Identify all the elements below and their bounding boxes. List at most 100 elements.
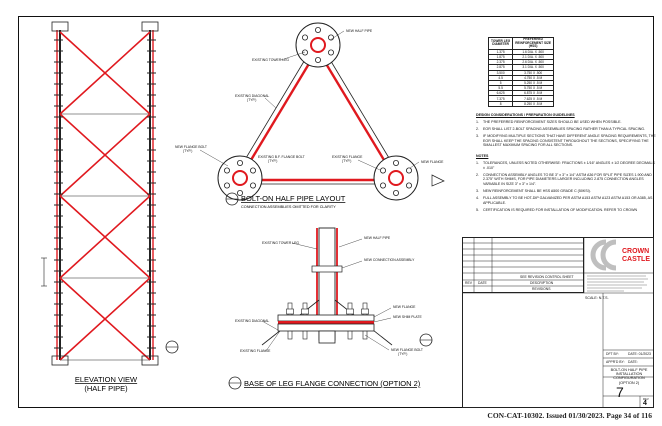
revision-grid xyxy=(462,237,584,293)
list-item-number: 4. xyxy=(476,196,479,201)
elevation-view: ELEVATION VIEW (HALF PIPE) xyxy=(41,21,159,393)
list-item-number: 1. xyxy=(476,161,479,166)
bolt-hole xyxy=(223,182,230,189)
elevation-brace xyxy=(59,31,151,115)
detail-connection-assembly xyxy=(311,265,343,273)
logo-c-inner-icon xyxy=(600,239,617,271)
plan-north-arrow-icon xyxy=(431,174,445,187)
list-item: 3.NEW REINFORCEMENT SHALL BE HSS A500 GR… xyxy=(476,189,656,194)
revisions-label: REVISIONS xyxy=(532,287,551,291)
list-item-number: 1. xyxy=(476,120,479,125)
plan-label-existing-tower-leg: EXISTING TOWER LEG xyxy=(252,58,289,62)
bolt-on-subtitle: CONNECTION ASSEMBLIES OMITTED FOR CLARIT… xyxy=(241,205,336,209)
bolt-nut xyxy=(346,308,354,315)
col-rev-label: REV xyxy=(465,281,472,285)
legal-text-block xyxy=(587,275,648,292)
elevation-bottom-left-flange xyxy=(51,355,69,366)
list-item: 4. FULL ASSEMBLY TO BE HOT-DIP GALVANIZED… xyxy=(476,196,656,205)
notes-heading: NOTES xyxy=(476,154,489,159)
list-item-number: 3. xyxy=(476,134,479,139)
design-considerations-list: 1. THE PREFERRED REINFORCEMENT SIZES SHOU… xyxy=(476,120,656,148)
notes-list: 1.TOLERANCES, UNLESS NOTED OTHERWISE: FR… xyxy=(476,161,656,212)
plan-right-flange xyxy=(373,155,419,201)
design-considerations-heading: DESIGN CONSIDERATIONS / PREPARATION GUID… xyxy=(476,113,575,117)
detail-label-existing-tower-leg: EXISTING TOWER LEG xyxy=(262,241,299,245)
logo-text-crown: CROWN xyxy=(622,248,649,255)
rev-number: 4 xyxy=(643,400,647,407)
document-footer: CON-CAT-10302. Issued 01/30/2023. Page 3… xyxy=(487,411,652,420)
svg-text:(TYP.): (TYP.) xyxy=(183,149,192,153)
bolt-nut xyxy=(361,308,369,315)
plan-half-pipe-left xyxy=(243,61,312,171)
list-item-text: FULL ASSEMBLY TO BE HOT-DIP GALVANIZED P… xyxy=(483,196,653,205)
approved-date-label: DATE: xyxy=(628,360,638,364)
list-item-text: THE PREFERRED REINFORCEMENT SIZES SHOULD… xyxy=(483,120,622,125)
plan-left-flange xyxy=(217,155,263,201)
plan-label-existing-bf-flange-bolt: EXISTING B.F. FLANGE BOLT xyxy=(258,155,305,159)
bolt-hole xyxy=(392,189,399,196)
list-item-text: EOR SHALL LIST 2-BOLT SPACING ASSEMBLIES… xyxy=(483,127,646,132)
logo-text-castle: CASTLE xyxy=(622,256,650,263)
bolt-hole xyxy=(236,189,243,196)
plan-label-existing-flange: EXISTING FLANGE xyxy=(332,155,363,159)
list-item-text: CERTIFICATION IS REQUIRED FOR INSTALLATI… xyxy=(483,207,638,212)
list-item-number: 3. xyxy=(476,189,479,194)
elevation-brace xyxy=(59,277,151,361)
list-item: 1. THE PREFERRED REINFORCEMENT SIZES SHOU… xyxy=(476,120,656,125)
bolt-hole xyxy=(405,182,412,189)
plan-label-new-half-pipe: NEW HALF PIPE xyxy=(346,29,373,33)
revision-control-label: SEE REVISION CONTROL SHEET xyxy=(520,275,574,279)
bolt-hole xyxy=(236,159,243,166)
svg-text:(TYP.): (TYP.) xyxy=(247,98,256,102)
bolt-hole xyxy=(392,159,399,166)
elevation-bottom-right-flange xyxy=(141,355,159,366)
elevation-connection-ticks xyxy=(54,39,156,349)
detail-label-new-flange-bolt: NEW FLANGE BOLT xyxy=(391,348,423,352)
list-item: 1.TOLERANCES, UNLESS NOTED OTHERWISE: FR… xyxy=(476,161,656,170)
svg-text:(TYP.): (TYP.) xyxy=(268,159,277,163)
detail-label-new-connection-assembly: NEW CONNECTION ASSEMBLY xyxy=(364,258,415,262)
notes-section: DESIGN CONSIDERATIONS / PREPARATION GUID… xyxy=(476,110,656,213)
svg-text:(TYP.): (TYP.) xyxy=(342,159,351,163)
elevation-x-bracing xyxy=(59,31,151,361)
col-date-label: DATE xyxy=(478,281,487,285)
elevation-brace xyxy=(59,113,151,197)
elevation-top-left-flange xyxy=(51,21,69,32)
detail-label-existing-flange: EXISTING FLANGE xyxy=(240,349,271,353)
elevation-brace xyxy=(59,195,151,279)
cell-leg-diameter: 8 xyxy=(487,100,514,107)
base-flange-title: BASE OF LEG FLANGE CONNECTION (OPTION 2) xyxy=(244,379,421,388)
bolt-hole xyxy=(249,182,256,189)
plan-label-new-flange-bolt: NEW FLANGE BOLT xyxy=(175,145,207,149)
drawing-title: BOLT-ON HALF PIPE INSTALLATION CONFIGURA… xyxy=(610,368,648,385)
list-item-text: IF MODIFYING MULTIPLE SECTIONS THAT HAVE… xyxy=(483,134,656,148)
plan-top-flange xyxy=(295,22,341,68)
list-item: 5. CERTIFICATION IS REQUIRED FOR INSTALLA… xyxy=(476,208,656,213)
logo-c-outer-icon xyxy=(590,239,607,271)
bolt-hole xyxy=(301,49,308,56)
bolt-hole xyxy=(379,167,386,174)
bolt-hole xyxy=(223,167,230,174)
table-header-leg-diameter: TOWER LEG DIAMETER xyxy=(487,37,514,50)
list-item: 3. IF MODIFYING MULTIPLE SECTIONS THAT HA… xyxy=(476,134,656,148)
detail-label-new-shim-plate: NEW SHIM PLATE xyxy=(393,315,422,319)
detail-label-existing-diagonal: EXISTING DIAGONAL xyxy=(235,319,269,323)
plan-view: NEW HALF PIPE EXISTING TOWER LEG EXISTIN… xyxy=(175,22,445,209)
col-description-label: DESCRIPTION xyxy=(530,281,554,285)
detail-new-flange xyxy=(277,314,375,322)
rev-label: REV xyxy=(643,397,649,401)
elevation-subtitle: (HALF PIPE) xyxy=(84,384,128,393)
list-item-number: 5. xyxy=(476,207,479,212)
bolt-hole xyxy=(314,26,321,33)
crown-castle-logo: CROWN CASTLE xyxy=(590,239,650,271)
cell-reinforcement-size: 8.250 X .5 M xyxy=(512,100,555,107)
drawn-by-label: DFT BY: xyxy=(606,352,619,356)
svg-text:(TYP.): (TYP.) xyxy=(398,352,407,356)
list-item-text: CONNECTION ASSEMBLY ANGLES TO BE 3" x 3"… xyxy=(483,172,652,187)
elevation-title: ELEVATION VIEW xyxy=(75,375,138,384)
scale-label: SCALE: N.T.S. xyxy=(585,296,609,300)
bolt-on-title: BOLT-ON HALF PIPE LAYOUT xyxy=(241,194,346,203)
list-item-number: 2. xyxy=(476,127,479,132)
